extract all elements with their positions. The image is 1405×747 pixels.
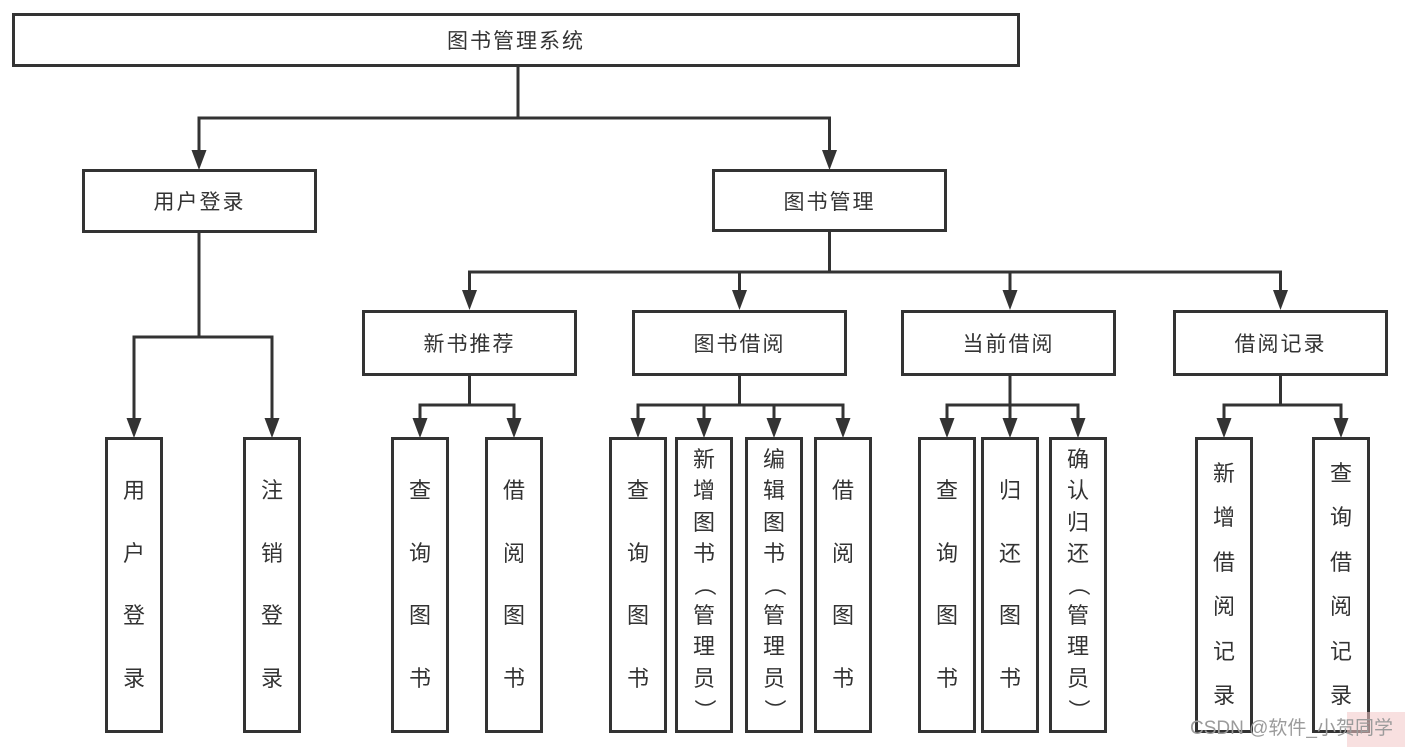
leaf-borrow-book-recommend: 借阅图书: [485, 437, 543, 733]
node-label: 图书管理: [783, 190, 876, 214]
node-label: 当前借阅: [962, 333, 1055, 356]
node-library-management-system: 图书管理系统: [12, 13, 1020, 67]
node-current-borrowing: 当前借阅: [901, 310, 1116, 376]
leaf-borrow-book-borrowing: 借阅图书: [814, 437, 872, 733]
node-label: 借阅记录: [1234, 333, 1327, 356]
node-label: 新书推荐: [423, 333, 516, 356]
leaf-return-book: 归还图书: [981, 437, 1039, 733]
node-label: 用户登录: [153, 191, 246, 214]
leaf-query-book-recommend: 查询图书: [391, 437, 449, 733]
leaf-add-borrow-record: 新增借阅记录: [1195, 437, 1253, 733]
node-label: 图书借阅: [693, 333, 786, 356]
node-borrow-records: 借阅记录: [1173, 310, 1388, 376]
leaf-logout: 注销登录: [243, 437, 301, 733]
watermark-highlight: [1347, 712, 1405, 747]
node-new-book-recommend: 新书推荐: [362, 310, 577, 376]
leaf-user-login: 用户登录: [105, 437, 163, 733]
leaf-query-borrow-record: 查询借阅记录: [1312, 437, 1370, 733]
watermark-text: CSDN @软件_小贺同学: [1190, 718, 1393, 739]
leaf-query-book-borrowing: 查询图书: [609, 437, 667, 733]
leaf-edit-book-admin: 编辑图书（管理员）: [745, 437, 803, 733]
leaf-query-book-current: 查询图书: [918, 437, 976, 733]
node-label: 图书管理系统: [447, 30, 585, 53]
node-user-login: 用户登录: [82, 169, 317, 233]
node-book-borrowing: 图书借阅: [632, 310, 847, 376]
leaf-add-book-admin: 新增图书（管理员）: [675, 437, 733, 733]
node-book-management: 图书管理: [712, 169, 947, 232]
leaf-confirm-return-admin: 确认归还（管理员）: [1049, 437, 1107, 733]
